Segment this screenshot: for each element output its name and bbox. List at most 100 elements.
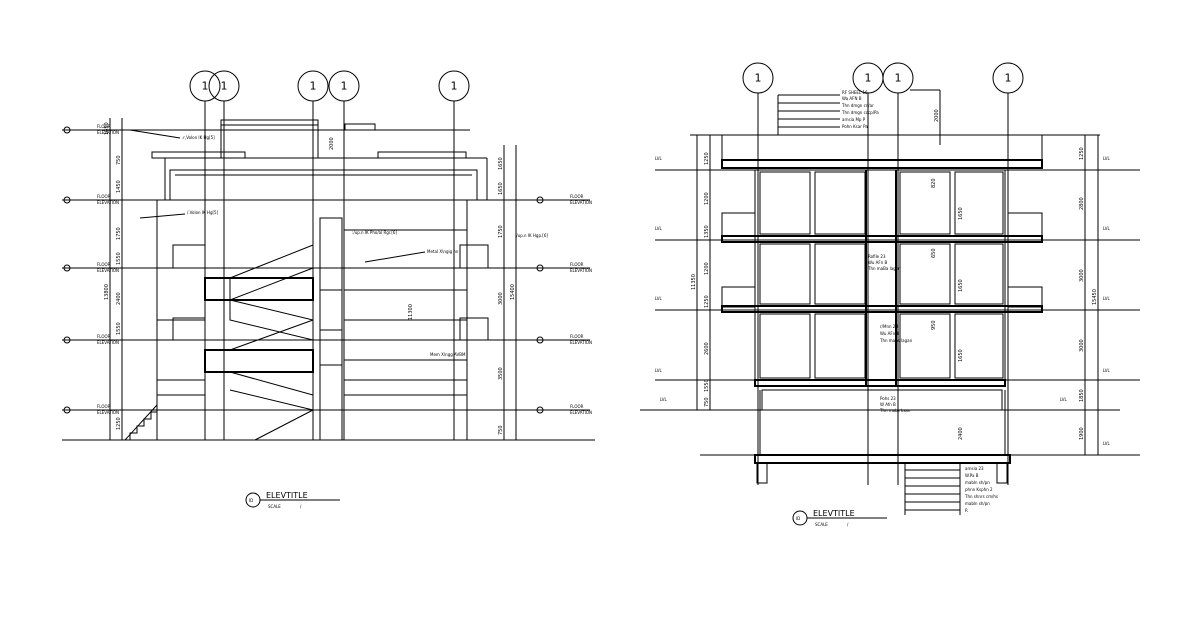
dim-text: 1650 xyxy=(958,207,964,220)
note: Thn dmgn cn/ar xyxy=(841,103,874,108)
elevation-title: ELEVTITLE xyxy=(266,491,308,500)
dim-text: 1200 xyxy=(704,192,710,205)
floor-label: FLOOR xyxy=(570,334,584,339)
left-entry-steps xyxy=(124,404,158,441)
dim-text: 2000 xyxy=(934,109,940,122)
elevation-title: ELEVTITLE xyxy=(813,509,855,518)
dim-text: 650 xyxy=(931,248,937,258)
elevation-scale-sep: / xyxy=(847,522,849,527)
right-balconies xyxy=(721,212,1043,308)
floor-label: FLOOR xyxy=(97,194,111,199)
grid-bubble-label: 1 xyxy=(451,80,458,93)
note: W Afn B xyxy=(880,402,896,407)
elevation-scale-sep: / xyxy=(300,504,302,509)
note: W.Pa B xyxy=(965,473,979,478)
left-dimension-chains: 1650 750 1450 1750 1550 2400 1550 1250 1… xyxy=(104,118,517,440)
dim-text: 750 xyxy=(704,397,710,407)
dim-text: 1550 xyxy=(116,322,122,335)
annotation: Mem X\ngg AVBM xyxy=(430,352,466,357)
note: mabln sh/pn xyxy=(965,501,990,506)
floor-label: ELEVATION xyxy=(570,340,592,345)
dim-total: 15450 xyxy=(1092,289,1098,305)
dim-total: 11350 xyxy=(691,274,697,290)
level-tag: LVL xyxy=(1103,156,1111,161)
dim-text: 3000 xyxy=(498,292,504,305)
left-annotations: .r,Volon IK Hg[5] /.Volon IK Hg[5] :/up.… xyxy=(129,129,548,357)
annotation: :/up.n IK Pho/al Rgr.[6] xyxy=(352,230,397,235)
note: Thn mabs lagan xyxy=(879,338,913,343)
level-tag: LVL xyxy=(1103,296,1111,301)
dim-text: 3000 xyxy=(1079,339,1085,352)
right-roof xyxy=(721,89,1043,169)
grid-bubble-label: 1 xyxy=(341,80,348,93)
dim-text: 820 xyxy=(931,178,937,188)
left-title-block: ID ELEVTITLE SCALE / xyxy=(245,491,340,509)
floor-label: ELEVATION xyxy=(570,200,592,205)
right-dimension-chains: 1250 1200 1350 1200 1250 2600 1550 750 1… xyxy=(691,109,1099,455)
floor-label: FLOOR xyxy=(97,124,111,129)
grid-bubble-label: 1 xyxy=(221,80,228,93)
note: Wu AFn B xyxy=(880,331,899,336)
annotation: .r,Volon IK Hg[5] xyxy=(182,135,215,140)
floor-label: FLOOR xyxy=(97,404,111,409)
left-level-markers: FLOOR ELEVATION FLOOR ELEVATION FLOOR EL… xyxy=(63,124,592,415)
right-level-tags: LVL LVL LVL LVL LVL LVL LVL LVL LVL LVL … xyxy=(655,156,1111,446)
dim-text: 11300 xyxy=(408,304,414,320)
dim-text: 750 xyxy=(498,425,504,435)
dim-text: 1650 xyxy=(958,349,964,362)
dim-text: 1900 xyxy=(1079,427,1085,440)
level-tag: LVL xyxy=(660,397,668,402)
dim-text: 1250 xyxy=(704,295,710,308)
dim-text: 1650 xyxy=(958,279,964,292)
right-basement xyxy=(754,389,1011,515)
left-grid-bubbles: 1 1 1 1 1 xyxy=(189,70,470,102)
elevation-scale: SCALE xyxy=(268,504,281,509)
right-foundation-notes: arnsia 23 W.Pa B mabln sh/pn phnn Ksphn … xyxy=(964,466,998,513)
elevation-marker: ID xyxy=(249,498,253,503)
floor-label: ELEVATION xyxy=(570,268,592,273)
level-tag: LVL xyxy=(655,368,663,373)
note: Rofile 23 xyxy=(868,254,886,259)
annotation: :/up.n IK Hgp.[6] xyxy=(515,233,548,238)
annotation: /.Volon IK Hg[5] xyxy=(187,210,219,215)
right-roof-notes: RF SHEEL 16 Wa AFN B Thn dmgn cn/ar Thn … xyxy=(841,90,879,129)
note: RF SHEEL 16 xyxy=(842,90,868,95)
note: Thn shnrs cm/hs xyxy=(964,494,998,499)
floor-label: FLOOR xyxy=(570,262,584,267)
level-tag: LVL xyxy=(1103,441,1111,446)
annotation: Metal X\ngig hn xyxy=(427,249,459,254)
dim-text: 2400 xyxy=(958,427,964,440)
dim-text: 1750 xyxy=(498,225,504,238)
note: phnn Ksphn 2 xyxy=(965,487,993,492)
floor-label: ELEVATION xyxy=(570,410,592,415)
right-floor-notes: Rofile 23 Wu AFn B Thn maBa lagan r/Mnn … xyxy=(867,254,913,413)
floor-label: FLOOR xyxy=(570,404,584,409)
dim-text: 1450 xyxy=(116,180,122,193)
dim-text: 2400 xyxy=(116,292,122,305)
dim-text: 3000 xyxy=(1079,269,1085,282)
floor-label: ELEVATION xyxy=(97,410,119,415)
left-stair-tower xyxy=(204,217,343,441)
dim-text: 1650 xyxy=(104,122,110,135)
dim-text: 750 xyxy=(116,155,122,165)
dim-text: 1250 xyxy=(704,152,710,165)
elevation-scale: SCALE xyxy=(815,522,828,527)
dim-text: 1200 xyxy=(704,262,710,275)
level-tag: LVL xyxy=(655,156,663,161)
floor-label: ELEVATION xyxy=(97,200,119,205)
grid-bubble-label: 1 xyxy=(1005,72,1012,85)
level-tag: LVL xyxy=(1060,397,1068,402)
dim-text: 1650 xyxy=(498,157,504,170)
dim-text: 1750 xyxy=(116,227,122,240)
left-elevation: 1 1 1 1 1 FLOOR ELEVATION xyxy=(62,70,595,509)
dim-text: 1650 xyxy=(498,182,504,195)
right-title-block: ID ELEVTITLE SCALE / xyxy=(792,509,887,527)
floor-label: ELEVATION xyxy=(97,268,119,273)
level-tag: LVL xyxy=(1103,226,1111,231)
level-tag: LVL xyxy=(1103,368,1111,373)
left-balconies xyxy=(172,244,489,341)
note: arnsia Mp P xyxy=(842,117,866,122)
dim-text: 2800 xyxy=(1079,197,1085,210)
floor-label: ELEVATION xyxy=(97,340,119,345)
